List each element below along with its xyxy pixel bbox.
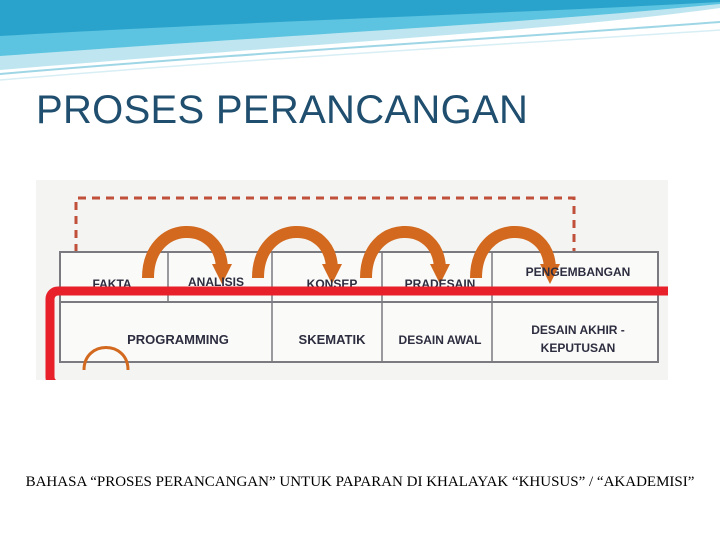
bottom-label-desain-awal: DESAIN AWAL [399, 333, 482, 347]
partial-arc-icon [82, 346, 130, 371]
top-label-analisis: ANALISIS [188, 275, 244, 289]
arrow-icon [360, 226, 446, 279]
slide-caption: BAHASA “PROSES PERANCANGAN” UNTUK PAPARA… [25, 474, 695, 490]
top-label-pengembangan: PENGEMBANGAN [526, 265, 631, 279]
highlight-frame [45, 286, 668, 380]
bottom-label-desain-akhir: DESAIN AKHIR - [531, 323, 625, 337]
slide-title: PROSES PERANCANGAN [36, 88, 529, 132]
bottom-label-keputusan: KEPUTUSAN [541, 341, 616, 355]
arrow-icon [252, 226, 338, 279]
arrow-icon [142, 226, 228, 279]
header-swoosh [0, 0, 720, 81]
design-process-diagram: FAKTA ANALISIS KONSEP PRADESAIN PENGEMBA… [36, 180, 668, 380]
process-table [59, 251, 659, 363]
bottom-label-programming: PROGRAMMING [127, 332, 229, 347]
bottom-label-skematik: SKEMATIK [299, 332, 367, 347]
step-arrows [142, 226, 556, 279]
arrow-icon [470, 226, 556, 279]
